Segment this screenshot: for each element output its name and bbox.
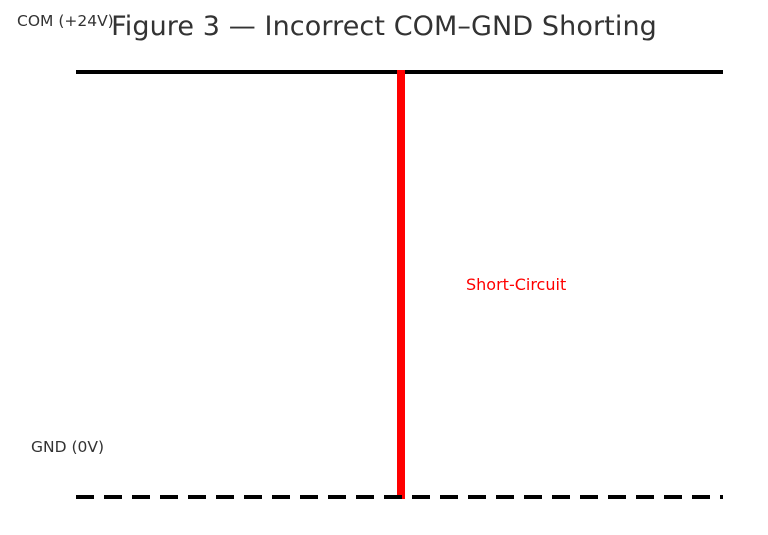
- short-circuit-label: Short-Circuit: [466, 275, 567, 294]
- gnd-rail-label: GND (0V): [31, 438, 105, 456]
- gnd-rail-line: [76, 495, 723, 499]
- figure-title: Figure 3 — Incorrect COM–GND Shorting: [111, 11, 657, 42]
- short-circuit-wire: [397, 70, 405, 499]
- com-rail-label: COM (+24V): [17, 12, 114, 30]
